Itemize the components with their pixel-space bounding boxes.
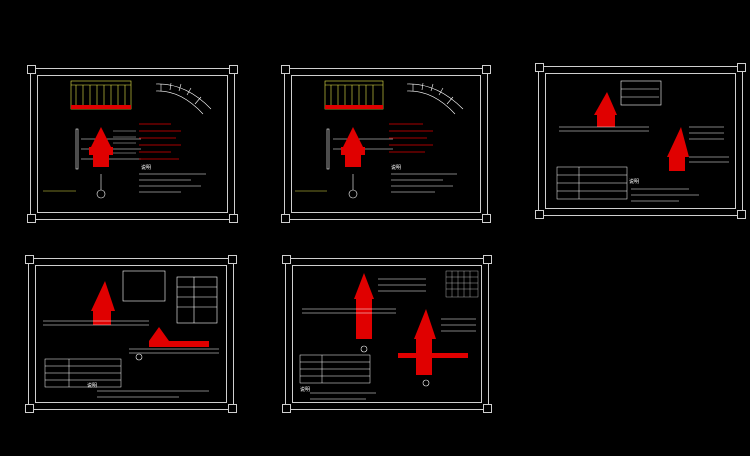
arc-plan — [406, 82, 464, 115]
notes-heading: 说明 — [87, 383, 98, 389]
notes-heading: 说明 — [141, 165, 152, 171]
corner-mark — [27, 214, 36, 223]
corner-mark — [281, 65, 290, 74]
notes-lines — [310, 392, 376, 400]
drawing-sheet-2[interactable]: 说明 — [281, 65, 491, 223]
lower-lines — [129, 348, 219, 361]
corner-mark — [737, 63, 746, 72]
corner-mark — [229, 65, 238, 74]
hatch-panel — [445, 270, 479, 298]
notes-lines — [631, 188, 699, 202]
right-lines — [689, 126, 729, 163]
sheet-1-drawing — [43, 80, 212, 199]
notes-heading: 说明 — [391, 165, 402, 171]
notes-heading: 说明 — [300, 387, 311, 393]
right-detail — [398, 309, 468, 375]
corner-mark — [737, 210, 746, 219]
notes-lines — [391, 173, 457, 193]
drawing-sheet-5[interactable]: 说明 — [282, 255, 492, 413]
post-section — [89, 127, 113, 167]
drawing-sheet-1[interactable]: 说明 — [27, 65, 238, 223]
railing-base — [325, 105, 383, 109]
corner-mark — [229, 214, 238, 223]
notes-lines — [97, 390, 209, 398]
sheet-inner-frame — [37, 75, 228, 213]
corner-mark — [483, 404, 492, 413]
schedule-table — [299, 354, 371, 384]
schedule-table — [556, 166, 628, 200]
upper-lines — [559, 80, 662, 132]
left-detail — [354, 273, 374, 339]
sheet-5-drawing — [299, 270, 479, 400]
notes-heading: 说明 — [629, 179, 640, 185]
sheet-inner-frame — [292, 265, 482, 403]
spec-lines — [139, 123, 181, 160]
drawing-sheet-3[interactable]: 说明 — [535, 63, 746, 219]
corner-mark — [282, 255, 291, 264]
corner-mark — [482, 65, 491, 74]
right-lines — [422, 318, 476, 387]
corner-mark — [27, 65, 36, 74]
upper-detail — [594, 92, 617, 127]
corner-mark — [25, 404, 34, 413]
upper-lines — [43, 270, 218, 326]
spec-lines — [389, 123, 433, 153]
sheet-3-drawing — [556, 80, 729, 202]
railing-base — [71, 105, 131, 109]
right-detail — [667, 127, 689, 171]
corner-mark — [228, 255, 237, 264]
railing-elevation — [324, 80, 384, 110]
lower-detail — [149, 327, 209, 347]
left-lines — [302, 278, 426, 353]
notes-lines — [139, 173, 206, 193]
drawing-sheet-4[interactable]: 说明 — [25, 255, 237, 413]
corner-mark — [482, 214, 491, 223]
corner-mark — [535, 63, 544, 72]
sheet-inner-frame — [291, 75, 481, 213]
upper-detail — [91, 281, 115, 325]
sheet-2-drawing — [295, 80, 464, 199]
corner-mark — [25, 255, 34, 264]
railing-elevation — [70, 80, 132, 110]
schedule-table — [44, 358, 122, 388]
leader-lines — [113, 130, 136, 154]
corner-mark — [228, 404, 237, 413]
arc-plan — [155, 82, 212, 115]
sheet-4-drawing — [43, 270, 219, 398]
corner-mark — [483, 255, 492, 264]
corner-mark — [281, 214, 290, 223]
sheet-inner-frame — [545, 73, 736, 209]
corner-mark — [282, 404, 291, 413]
post-section — [341, 127, 365, 167]
corner-mark — [535, 210, 544, 219]
sheet-inner-frame — [35, 265, 227, 403]
